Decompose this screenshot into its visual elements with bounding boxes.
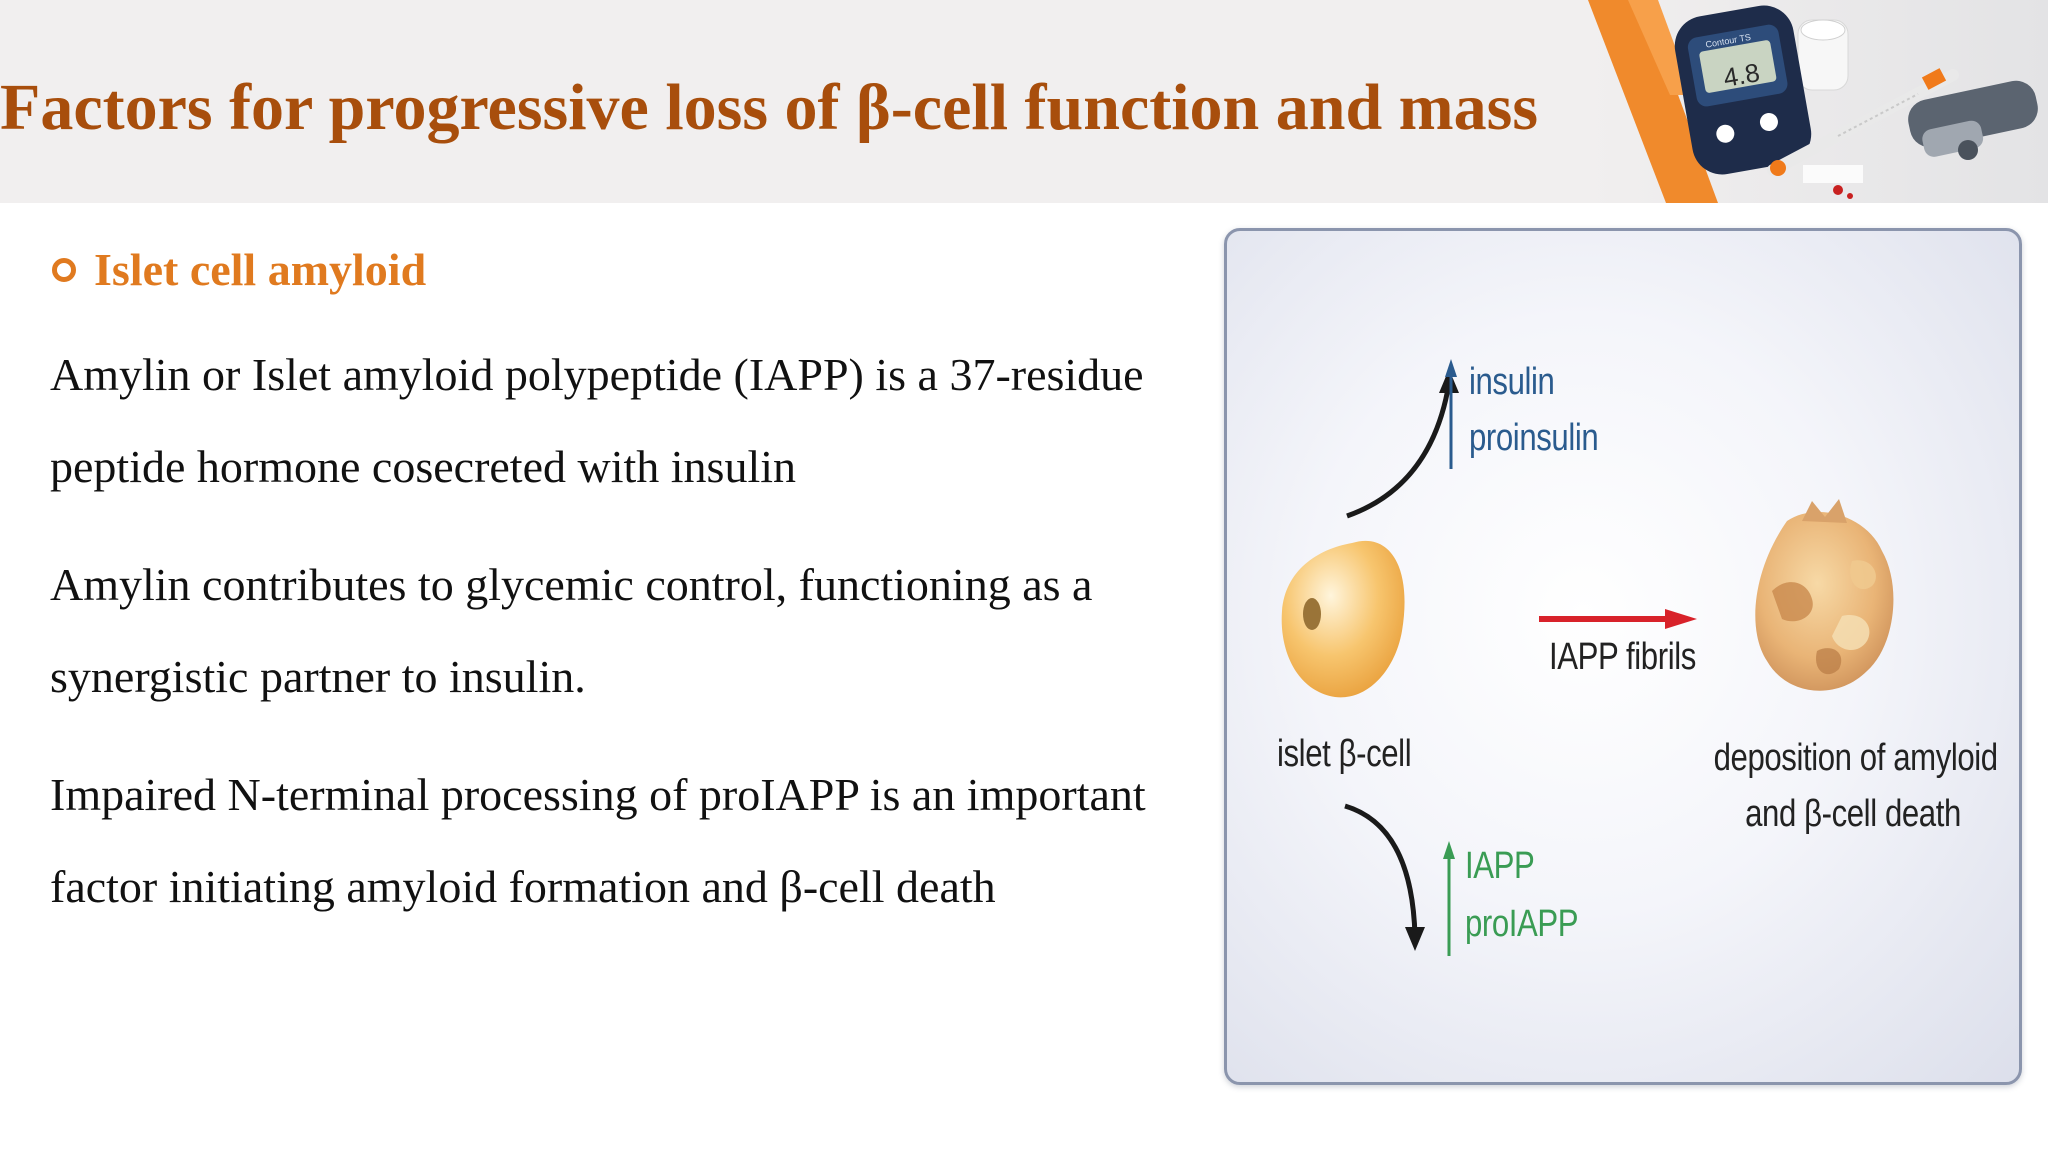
iapp-fibrils-arrow-head [1665, 609, 1697, 629]
insulin-label: insulin [1469, 361, 1555, 403]
cell-nucleus [1303, 598, 1321, 630]
curved-arrow-up [1346, 382, 1452, 519]
amyloid-figure-graphics [1281, 359, 1894, 956]
curved-arrow-down [1344, 803, 1418, 937]
insulin-up-arrow-head [1445, 359, 1457, 377]
curved-arrow-down-head [1405, 927, 1425, 951]
orange-stripe-right [1628, 0, 1693, 95]
bullet-heading: Islet cell amyloid [52, 243, 426, 296]
iapp-fibrils-label: IAPP fibrils [1549, 636, 1696, 678]
diabetes-supplies-image: 4.8 Contour TS [1588, 0, 2048, 203]
deposition-label-line1: deposition of amyloid [1713, 737, 1999, 779]
amyloid-figure: insulin proinsulin islet β-cell IAPP fib… [1224, 228, 2022, 1085]
slide-header: Factors for progressive loss of β-cell f… [0, 0, 2048, 203]
iapp-up-arrow-head [1443, 841, 1455, 859]
proinsulin-label: proinsulin [1469, 417, 1599, 459]
dead-cell-amyloid-icon [1755, 499, 1894, 691]
islet-beta-cell-label: islet β-cell [1277, 733, 1412, 775]
bullet-heading-label: Islet cell amyloid [94, 244, 427, 295]
lancing-device-icon [1908, 80, 2038, 160]
circle-bullet-icon [52, 257, 76, 282]
syringe-icon [1767, 68, 1959, 176]
paragraph-proiapp-processing: Impaired N-terminal processing of proIAP… [50, 769, 1146, 912]
islet-beta-cell-icon [1281, 540, 1405, 698]
slide-title: Factors for progressive loss of β-cell f… [0, 71, 1539, 144]
orange-stripe-left [1588, 0, 1718, 203]
paragraph-amylin-definition: Amylin or Islet amyloid polypeptide (IAP… [50, 349, 1144, 492]
proiapp-label: proIAPP [1465, 903, 1579, 945]
paragraph-glycemic-control: Amylin contributes to glycemic control, … [50, 559, 1093, 702]
curved-arrow-up-head [1439, 369, 1459, 393]
iapp-label: IAPP [1465, 845, 1535, 887]
svg-text:4.8: 4.8 [1721, 57, 1762, 93]
deposition-label-line2: and β-cell death [1745, 793, 1961, 835]
glucometer-icon: 4.8 Contour TS [1674, 5, 1812, 175]
